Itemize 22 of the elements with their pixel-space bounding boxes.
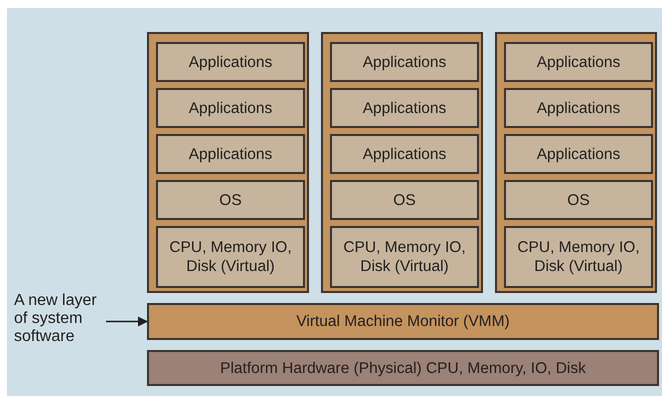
layer-box: Applications [330, 134, 479, 174]
layer-box: Applications [504, 88, 653, 128]
layer-box: Applications [156, 134, 305, 174]
layer-box: Applications [504, 42, 653, 82]
monitor-layer-bar: Virtual Machine Monitor (VMM) [147, 303, 659, 340]
hardware-layer-bar: Platform Hardware (Physical) CPU, Memory, IO, Disk [147, 350, 659, 386]
arrow [106, 316, 148, 326]
layer-box: CPU, Memory IO, Disk (Virtual) [504, 226, 653, 288]
layer-box: CPU, Memory IO, Disk (Virtual) [156, 226, 305, 288]
layer-box: Applications [156, 88, 305, 128]
layer-box: Applications [156, 42, 305, 82]
virtual-machine-box [147, 32, 309, 293]
layer-box: Applications [330, 42, 479, 82]
layer-box: CPU, Memory IO, Disk (Virtual) [330, 226, 479, 288]
annotation-text: A new layer of system software [14, 288, 106, 350]
virtual-machine-box [321, 32, 483, 293]
layer-box: OS [330, 180, 479, 220]
virtual-machine-box [495, 32, 657, 293]
layer-box: OS [156, 180, 305, 220]
layer-box: OS [504, 180, 653, 220]
layer-box: Applications [330, 88, 479, 128]
layer-box: Applications [504, 134, 653, 174]
